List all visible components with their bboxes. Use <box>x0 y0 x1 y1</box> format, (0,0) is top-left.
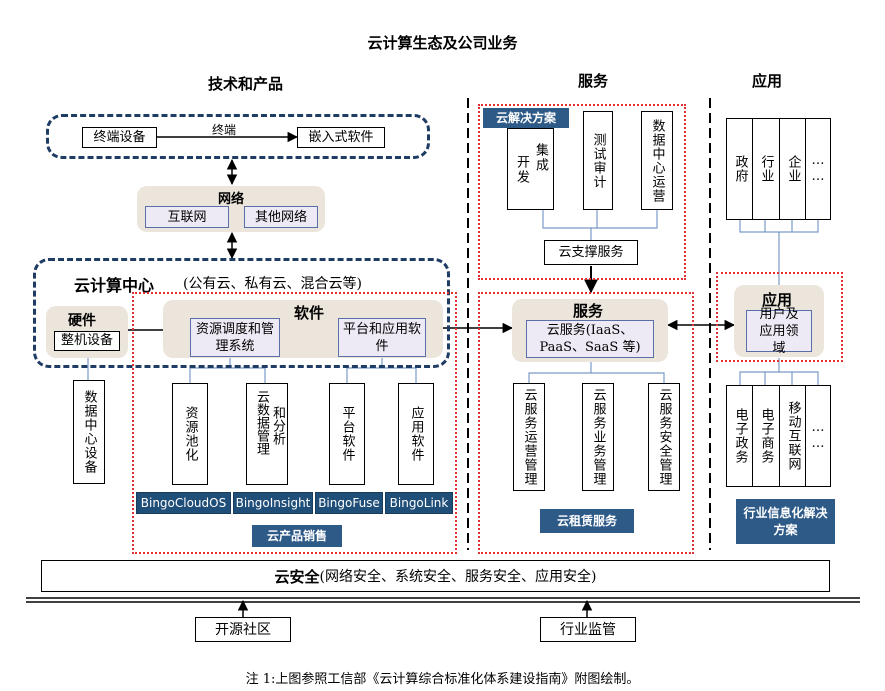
internet-box: 互联网 <box>145 206 229 228</box>
column-header-app: 应用 <box>752 72 783 90</box>
other-network-box: 其他网络 <box>244 206 318 228</box>
app-top-box: 行业 <box>752 118 780 220</box>
machine-box: 整机设备 <box>54 331 120 351</box>
platform-box: 平台和应用软件 <box>338 318 426 357</box>
embedded-software-box: 嵌入式软件 <box>297 127 385 148</box>
app-region <box>716 272 843 362</box>
app-bottom-box: 电子商务 <box>752 385 780 487</box>
product-label: BingoLink <box>385 492 453 514</box>
app-bottom-box: 移动互联网 <box>779 385 807 487</box>
product-label: BingoCloudOS <box>136 492 231 514</box>
cloud-center-title: 云计算中心 <box>74 276 155 295</box>
open-source-box: 开源社区 <box>195 617 291 642</box>
solution-item-text: 集成 <box>533 143 548 173</box>
software-title: 软件 <box>294 304 325 322</box>
cloud-center-subtitle: (公有云、私有云、混合云等) <box>183 276 362 292</box>
software-item-box: 平台软件 <box>329 383 365 485</box>
diagram-title: 云计算生态及公司业务 <box>367 34 518 52</box>
app-bottom-box: 电子政务 <box>726 385 754 487</box>
scheduling-box: 资源调度和管理系统 <box>190 318 280 357</box>
software-item-box: 应用软件 <box>398 383 434 485</box>
cloud-center-group <box>33 258 450 368</box>
app-top-box: 企业 <box>779 118 807 220</box>
test-audit-box: 测试审计 <box>583 111 613 210</box>
service-item-box: 云服务业务管理 <box>582 383 614 491</box>
product-sales-badge: 云产品销售 <box>252 525 342 547</box>
terminal-group <box>46 114 430 159</box>
hardware-title: 硬件 <box>68 313 96 329</box>
user-app-box: 用户及应用领域 <box>746 307 812 356</box>
dc-equipment-box: 数据中心设备 <box>73 380 105 484</box>
product-sales-region <box>132 292 457 554</box>
dc-operation-box: 数据中心运营 <box>641 111 673 210</box>
dev-integration-box: 集成 开发 <box>507 128 554 210</box>
solution-item-text: 开发 <box>514 155 529 185</box>
network-title: 网络 <box>218 192 245 207</box>
regulation-box: 行业监管 <box>540 617 636 642</box>
solutions-region <box>478 104 686 280</box>
column-header-service: 服务 <box>578 72 609 90</box>
rental-badge: 云租赁服务 <box>540 509 634 533</box>
support-service-box: 云支撑服务 <box>544 240 638 265</box>
solutions-badge: 云解决方案 <box>483 108 569 128</box>
app-top-box: …… <box>805 118 831 220</box>
industry-solution-badge: 行业信息化解决方案 <box>736 499 835 544</box>
security-bar: 云安全 (网络安全、系统安全、服务安全、应用安全) <box>41 560 830 592</box>
cloud-service-box: 云服务(IaaS、PaaS、SaaS 等) <box>526 320 654 358</box>
app-title: 应用 <box>762 291 793 309</box>
terminal-device-box: 终端设备 <box>82 127 157 148</box>
service-item-box: 云服务运营管理 <box>513 383 545 491</box>
software-item-text: 和分析 <box>270 406 285 445</box>
service-title: 服务 <box>573 302 604 320</box>
app-top-box: 政府 <box>726 118 754 220</box>
software-item-box: 资源池化 <box>172 383 208 485</box>
service-item-box: 云服务安全管理 <box>648 383 680 491</box>
software-item-text: 云数据管理 <box>254 390 269 455</box>
app-bottom-box: …… <box>805 385 831 487</box>
column-header-tech: 技术和产品 <box>208 75 284 93</box>
security-title: 云安全 <box>274 567 320 586</box>
product-label: BingoInsight <box>233 492 313 514</box>
product-label: BingoFuse <box>315 492 383 514</box>
footnote: 注 1:上图参照工信部《云计算综合标准化体系建设指南》附图绘制。 <box>245 672 640 687</box>
terminal-edge-label: 终端 <box>212 123 237 137</box>
security-detail: (网络安全、系统安全、服务安全、应用安全) <box>319 569 597 585</box>
rental-region <box>478 292 694 554</box>
data-management-box: 云数据管理 和分析 <box>246 383 288 485</box>
